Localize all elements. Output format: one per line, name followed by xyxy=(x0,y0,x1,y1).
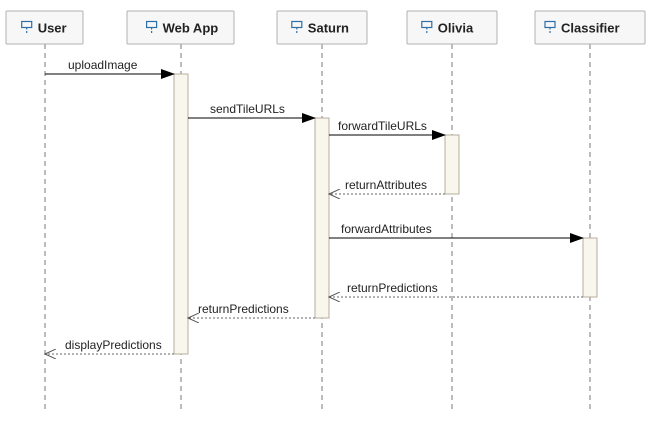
message-label: returnAttributes xyxy=(345,178,427,192)
participant-name: User xyxy=(38,21,67,36)
lifeline-icon xyxy=(146,20,158,35)
participant-classifier[interactable]: Classifier xyxy=(534,10,646,45)
participant-webapp[interactable]: Web App xyxy=(126,10,235,45)
participant-box xyxy=(406,10,498,45)
activation-bar-classifier xyxy=(582,237,598,298)
message-label: sendTileURLs xyxy=(210,102,285,116)
participant-box xyxy=(534,10,646,45)
activation-bar-olivia xyxy=(444,134,460,195)
participant-box xyxy=(5,10,84,45)
activation-bar-webapp xyxy=(173,73,189,355)
message-label: uploadImage xyxy=(68,58,138,72)
participant-name: Classifier xyxy=(561,21,620,36)
participant-name: Saturn xyxy=(308,21,349,36)
participant-olivia[interactable]: Olivia xyxy=(406,10,498,45)
lifeline-icon xyxy=(21,20,33,35)
participant-name: Olivia xyxy=(438,21,474,36)
lifeline-icon xyxy=(421,20,433,35)
message-label: forwardAttributes xyxy=(341,222,432,236)
participant-saturn[interactable]: Saturn xyxy=(276,10,368,45)
message-label: forwardTileURLs xyxy=(338,119,427,133)
message-label: returnPredictions xyxy=(347,281,438,295)
participant-box xyxy=(276,10,368,45)
participant-name: Web App xyxy=(163,21,219,36)
activation-bar-saturn xyxy=(314,117,330,319)
lifeline-icon xyxy=(291,20,303,35)
lifeline-icon xyxy=(544,20,556,35)
participant-user[interactable]: User xyxy=(5,10,84,45)
message-label: returnPredictions xyxy=(198,302,289,316)
message-label: displayPredictions xyxy=(65,338,162,352)
participant-box xyxy=(126,10,235,45)
